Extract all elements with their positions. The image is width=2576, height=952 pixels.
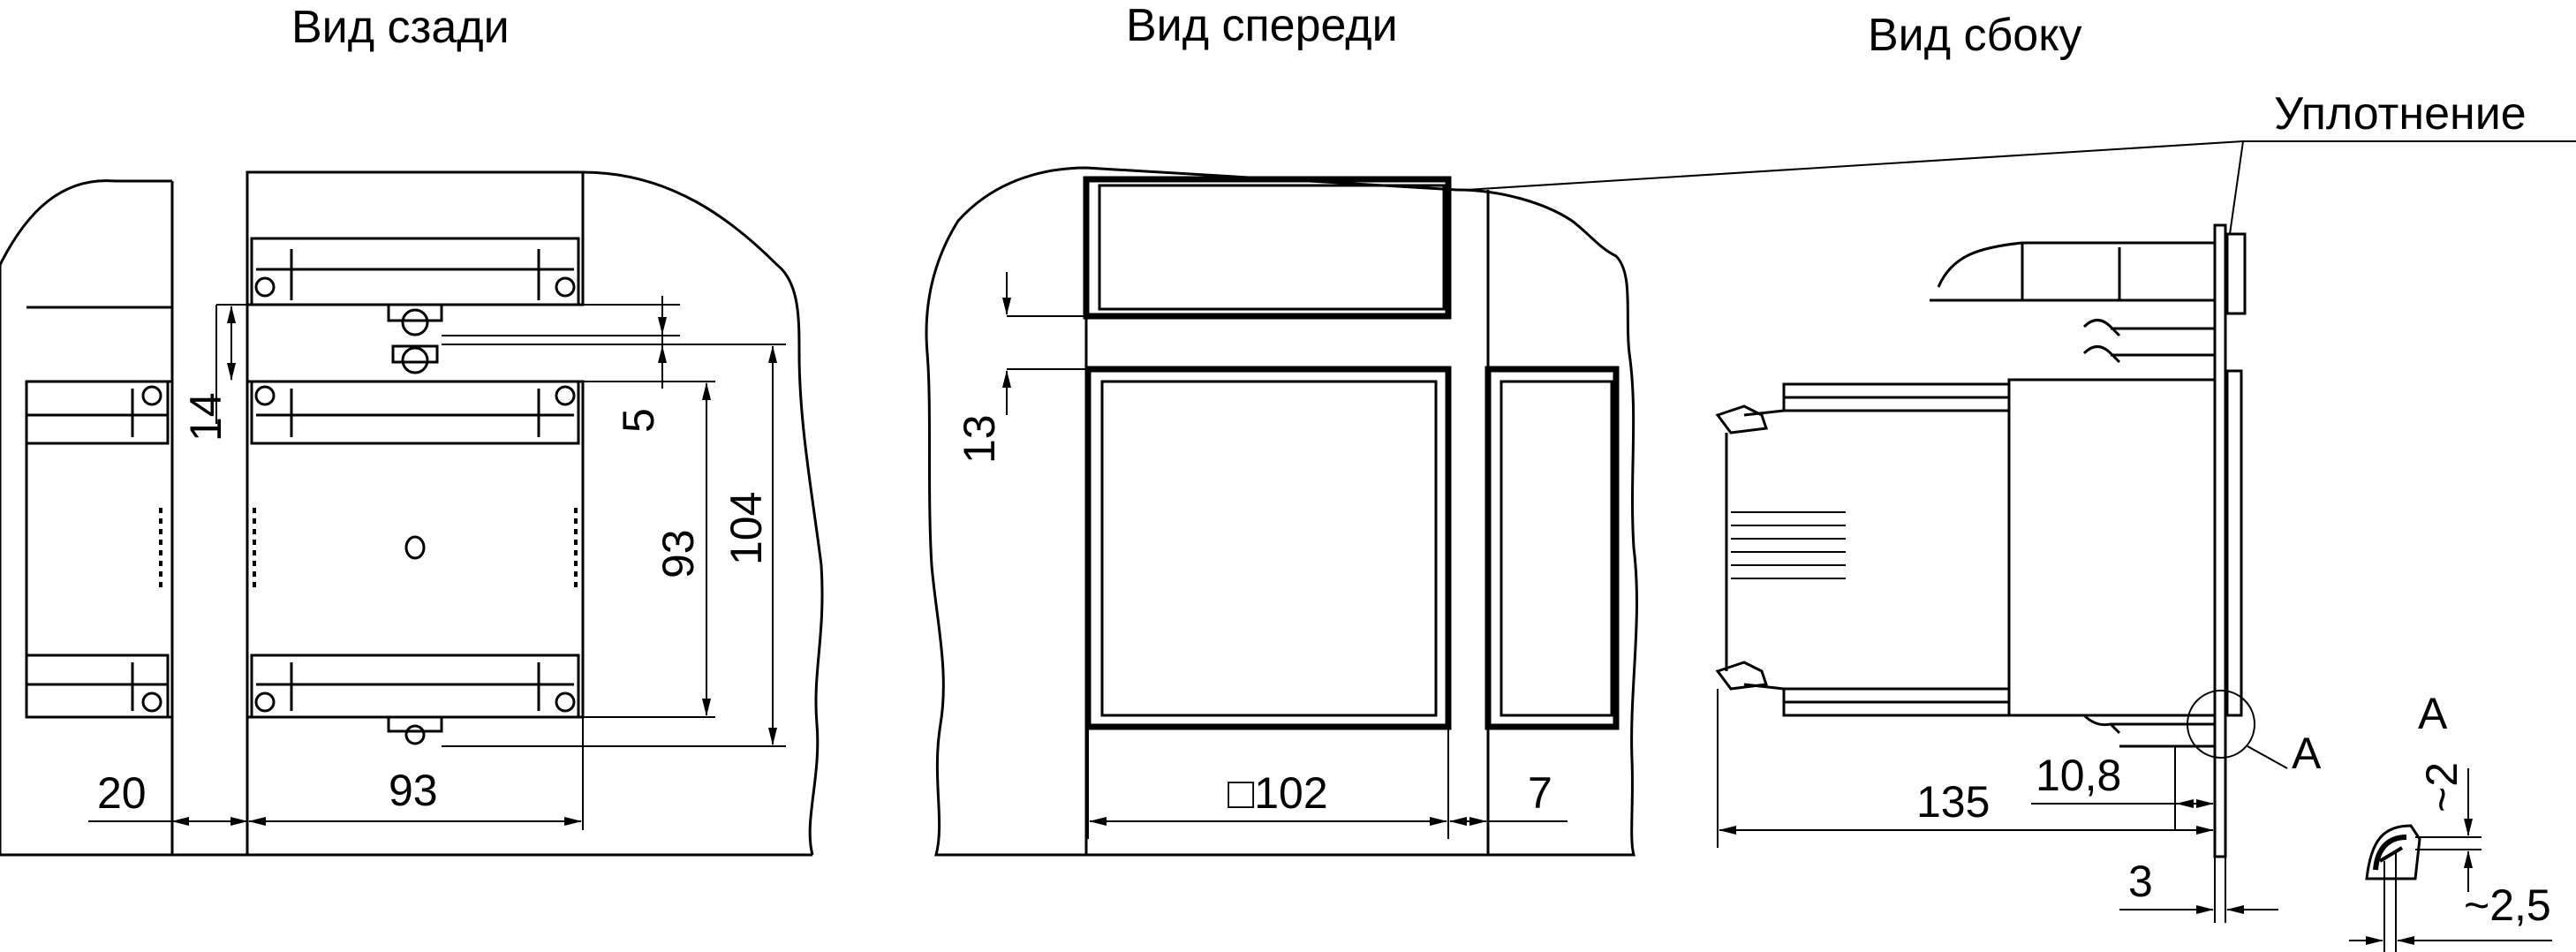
dim-93-width: 93	[389, 766, 438, 815]
side-panel-plate	[2213, 223, 2227, 858]
dim-3: 3	[2128, 857, 2153, 906]
detail-a-circle	[2187, 690, 2255, 759]
front-window-right	[1484, 366, 1620, 730]
side-module-body	[2007, 378, 2217, 717]
side-view-title: Вид сбоку	[1868, 10, 2082, 61]
screw-icon	[141, 691, 162, 713]
rear-panel-top-edge	[247, 170, 824, 856]
dim-seal-2-5: ~2,5	[2464, 880, 2551, 930]
front-panel-outline	[925, 166, 1638, 857]
dim-seal-2: ~2	[2417, 762, 2466, 812]
rear-module-main	[246, 380, 585, 719]
screw-icon	[254, 385, 276, 406]
rear-module-left	[25, 380, 174, 719]
screw-icon	[555, 276, 576, 298]
seal-label: Уплотнение	[2274, 88, 2527, 140]
side-dimension-labels: 135 10,8 3 А	[1916, 729, 2322, 906]
dim-7: 7	[1528, 768, 1552, 818]
side-view	[1465, 140, 2576, 923]
screw-icon	[555, 385, 576, 406]
front-dimension-labels: 13 □102 7	[955, 414, 1552, 818]
detail-a-labels: А ~2 ~2,5	[2417, 689, 2551, 930]
rear-dimension-labels: 20 93 14 5 93 104	[97, 392, 771, 818]
screw-icon	[141, 385, 162, 406]
dim-5: 5	[614, 408, 663, 433]
detail-a	[2349, 768, 2552, 952]
center-hole	[404, 535, 426, 560]
front-window-main	[1084, 366, 1452, 730]
front-window-top	[1083, 176, 1452, 320]
dim-14: 14	[181, 392, 230, 442]
dim-20: 20	[97, 768, 147, 818]
dim-104: 104	[721, 492, 771, 565]
rear-panel-outline	[0, 179, 172, 855]
dim-102: □102	[1228, 768, 1328, 818]
dim-13: 13	[955, 414, 1004, 464]
screw-icon	[254, 691, 276, 713]
dim-135: 135	[1916, 777, 1990, 827]
rear-view-title: Вид сзади	[291, 2, 510, 53]
dim-93-height: 93	[653, 529, 703, 578]
detail-a-label: А	[2292, 729, 2322, 778]
screw-icon	[254, 276, 276, 298]
rear-view	[0, 170, 824, 857]
screw-icon	[555, 691, 576, 713]
detail-a-title: А	[2418, 689, 2448, 738]
front-view-title: Вид спереди	[1126, 0, 1398, 51]
front-view	[925, 166, 1638, 857]
dim-10-8: 10,8	[2036, 751, 2121, 800]
